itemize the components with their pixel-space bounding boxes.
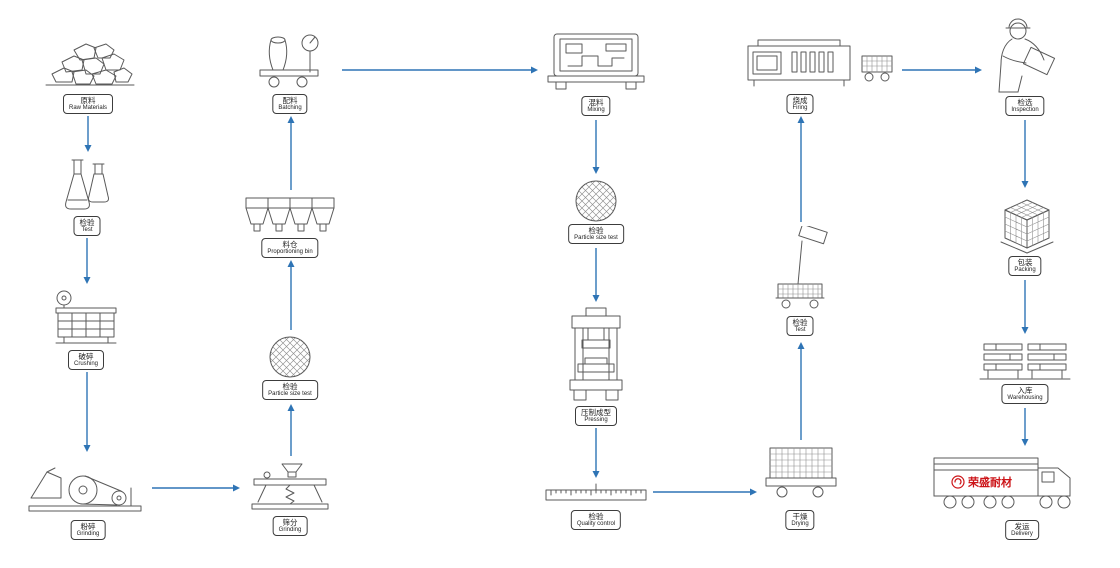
mixer-icon (544, 30, 648, 99)
kiln-icon (746, 36, 896, 95)
label-zh: 料仓 (282, 240, 298, 249)
label-en: Test (81, 227, 93, 233)
label-zh: 压制成型 (581, 408, 611, 417)
label-en: Proportioning bin (267, 249, 313, 255)
weighing-cart-icon (248, 32, 332, 95)
label-packing: 包装 Packing (1008, 256, 1042, 276)
label-raw-materials: 原料 Raw Materials (62, 94, 114, 114)
label-zh: 发运 (1014, 522, 1030, 531)
label-proportioning-bin: 料仓 Proportioning bin (261, 238, 319, 258)
pallet-rack-icon (978, 338, 1072, 387)
label-en: Grinding (278, 527, 302, 533)
label-drying: 干燥 Drying (785, 510, 815, 530)
label-zh: 干燥 (792, 512, 808, 521)
label-batching: 配料 Batching (272, 94, 308, 114)
truck-logo-mark (951, 475, 965, 489)
truck-logo-text: 荣盛耐材 (967, 475, 1012, 489)
press-icon (558, 306, 634, 409)
jaw-crusher-icon (50, 288, 122, 351)
sieve-mesh-icon (267, 334, 313, 385)
drying-cart-icon (762, 444, 840, 507)
kiln-cart-icon (861, 55, 893, 82)
label-zh: 筛分 (282, 518, 298, 527)
label-en: Mixing (587, 107, 605, 113)
hopper-bins-icon (243, 194, 337, 241)
label-zh: 检验 (282, 382, 298, 391)
flask-icon (58, 156, 116, 219)
mesh-cube-icon (993, 192, 1059, 259)
label-en: Delivery (1011, 531, 1033, 537)
label-grinding: 粉碎 Grinding (70, 520, 106, 540)
label-zh: 检验 (588, 512, 604, 521)
label-zh: 破碎 (78, 352, 94, 361)
label-zh: 检选 (1017, 98, 1033, 107)
label-zh: 配料 (282, 96, 298, 105)
label-en: Particle size test (268, 391, 312, 397)
sieve-mesh-icon (573, 178, 619, 229)
label-zh: 检验 (792, 318, 808, 327)
label-warehousing: 入库 Warehousing (1001, 384, 1049, 404)
label-crushing: 破碎 Crushing (67, 350, 105, 370)
label-zh: 混料 (588, 98, 604, 107)
label-en: Warehousing (1007, 395, 1043, 401)
label-en: Pressing (584, 417, 608, 423)
label-zh: 原料 (80, 96, 96, 105)
label-en: Grinding (76, 531, 100, 537)
truck-icon: 荣盛耐材 (930, 450, 1080, 521)
label-zh: 烧成 (792, 96, 808, 105)
label-en: Test (794, 327, 806, 333)
label-particle-size-test-2: 检验 Particle size test (568, 224, 624, 244)
label-en: Drying (791, 521, 809, 527)
label-en: Crushing (73, 361, 99, 367)
label-quality-control: 检验 Quality control (570, 510, 622, 530)
label-en: Raw Materials (68, 105, 108, 111)
label-screening: 筛分 Grinding (272, 516, 308, 536)
label-firing: 烧成 Firing (786, 94, 814, 114)
inspector-icon (988, 16, 1064, 101)
label-en: Inspection (1011, 107, 1039, 113)
label-zh: 检验 (79, 218, 95, 227)
label-en: Particle size test (574, 235, 618, 241)
label-zh: 入库 (1017, 386, 1033, 395)
label-test: 检验 Test (73, 216, 101, 236)
label-test-scale: 检验 Test (786, 316, 814, 336)
label-pressing: 压制成型 Pressing (575, 406, 617, 426)
vibrating-screen-icon (244, 460, 336, 517)
label-en: Packing (1014, 267, 1036, 273)
label-en: Firing (792, 105, 808, 111)
rock-pile-icon (40, 36, 136, 93)
label-delivery: 发运 Delivery (1005, 520, 1039, 540)
label-zh: 包装 (1017, 258, 1033, 267)
label-zh: 粉碎 (80, 522, 96, 531)
label-mixing: 混料 Mixing (581, 96, 611, 116)
label-en: Batching (278, 105, 302, 111)
label-zh: 检验 (588, 226, 604, 235)
label-particle-size-test-1: 检验 Particle size test (262, 380, 318, 400)
ball-mill-icon (27, 458, 149, 519)
ruler-icon (544, 482, 648, 509)
platform-scale-icon (772, 223, 830, 319)
label-inspection: 检选 Inspection (1005, 96, 1045, 116)
label-en: Quality control (576, 521, 616, 527)
